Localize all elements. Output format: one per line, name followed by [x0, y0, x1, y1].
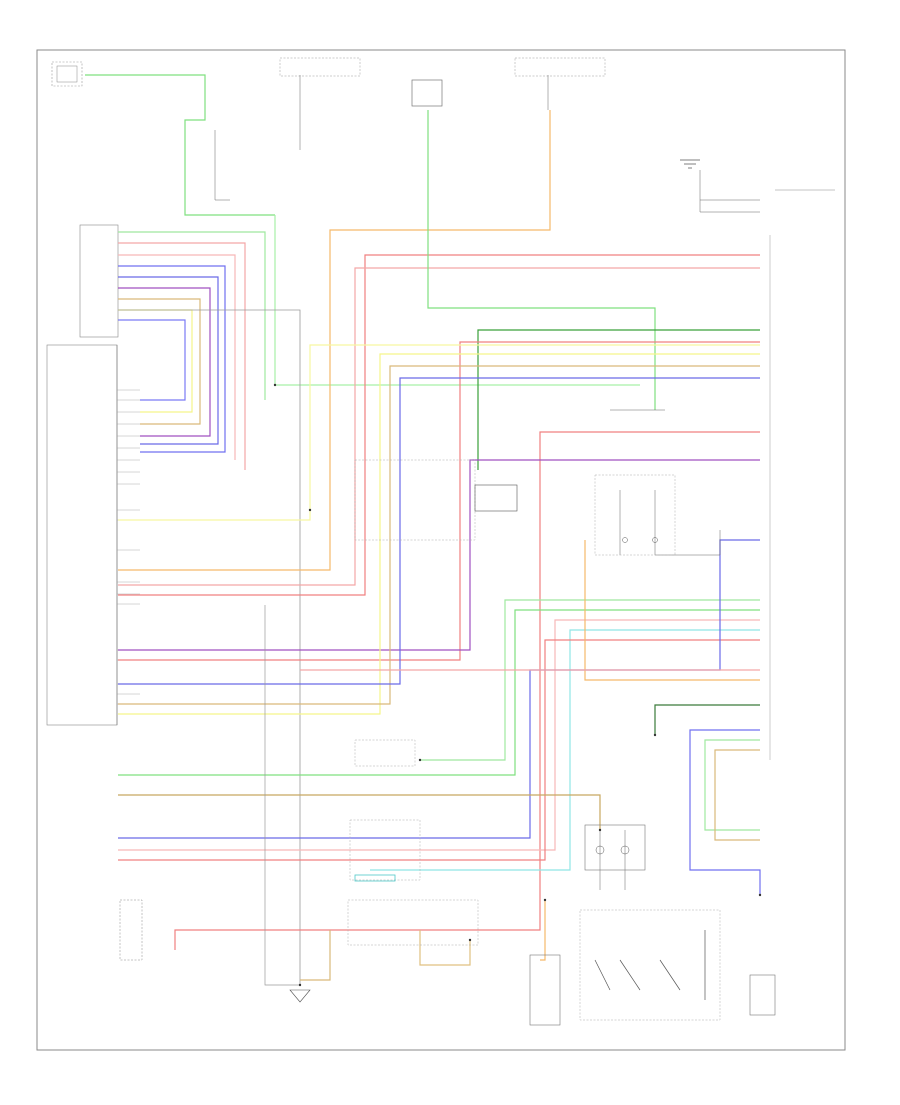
wire-tan-low	[118, 794, 601, 830]
wire-pink-low	[118, 619, 760, 851]
top-fuse-box-1	[279, 57, 361, 77]
wire-orange-low	[584, 540, 760, 681]
wire-red-2	[174, 431, 760, 950]
wire-redpink-right	[118, 341, 760, 661]
left-connector-upper	[79, 224, 119, 338]
wire-green-right	[477, 329, 760, 470]
bottom-center-unit	[347, 899, 479, 946]
right-connector	[769, 189, 835, 760]
wire-yellow-1	[118, 309, 193, 413]
thin-wires	[214, 75, 760, 890]
wire-darkgreen-right	[654, 704, 760, 735]
wire-tan-bottom2	[419, 930, 471, 966]
bottom-right-fuse	[749, 974, 776, 1016]
wire-purple-1	[118, 287, 211, 437]
wire-lightgreen-1	[118, 231, 266, 400]
wire-orange-top	[118, 110, 551, 571]
wire-green-top	[85, 74, 275, 216]
top-relay	[411, 79, 443, 107]
wire-tan-right	[118, 365, 760, 705]
right-center-relay	[594, 474, 676, 556]
wire-green-low	[118, 609, 760, 776]
wire-pink-2	[118, 254, 236, 460]
bottom-ground-symbol	[289, 989, 311, 1003]
wire-blue-2	[118, 276, 219, 445]
wire-tan-bottom	[300, 930, 331, 981]
top-left-sensor	[51, 61, 83, 87]
right-lower-module	[584, 824, 646, 871]
left-control-unit	[46, 344, 118, 726]
wire-gray-1	[118, 309, 301, 985]
wire-blue-right-low	[689, 729, 761, 895]
wire-blue-1	[118, 265, 226, 453]
splice-points	[273, 383, 762, 987]
wire-green-long	[427, 110, 656, 410]
wire-blue-3	[118, 319, 186, 401]
wire-gray-bottom	[264, 605, 300, 986]
wire-pink-right	[118, 267, 760, 586]
bottom-left-switch	[119, 899, 143, 961]
top-right-ground	[680, 159, 700, 169]
center-switch-group	[354, 459, 518, 541]
wire-green-right-low	[704, 739, 760, 831]
lower-center-connector	[349, 739, 421, 882]
wire-purple-right	[118, 459, 760, 651]
wire-lightgreen-low	[420, 599, 760, 761]
wires	[85, 74, 761, 986]
diagram-frame	[36, 49, 846, 1051]
top-fuse-box-2	[514, 57, 606, 77]
wire-blue-right	[118, 377, 760, 685]
bottom-cruise-control-switch	[579, 909, 721, 1021]
wire-yellow-left	[118, 344, 760, 521]
wire-pink-1	[118, 242, 246, 470]
wire-yellow-right	[118, 353, 760, 715]
wire-tan-1	[118, 298, 201, 425]
bottom-right-brake-switch	[529, 954, 561, 1026]
wire-orange-bottom	[540, 900, 546, 961]
wire-cyan-low	[370, 629, 760, 871]
left-unit-pin-ticks	[117, 389, 140, 705]
wire-red-low	[118, 639, 760, 861]
wire-red-1	[118, 254, 760, 596]
wire-tan-right-low	[714, 749, 760, 841]
